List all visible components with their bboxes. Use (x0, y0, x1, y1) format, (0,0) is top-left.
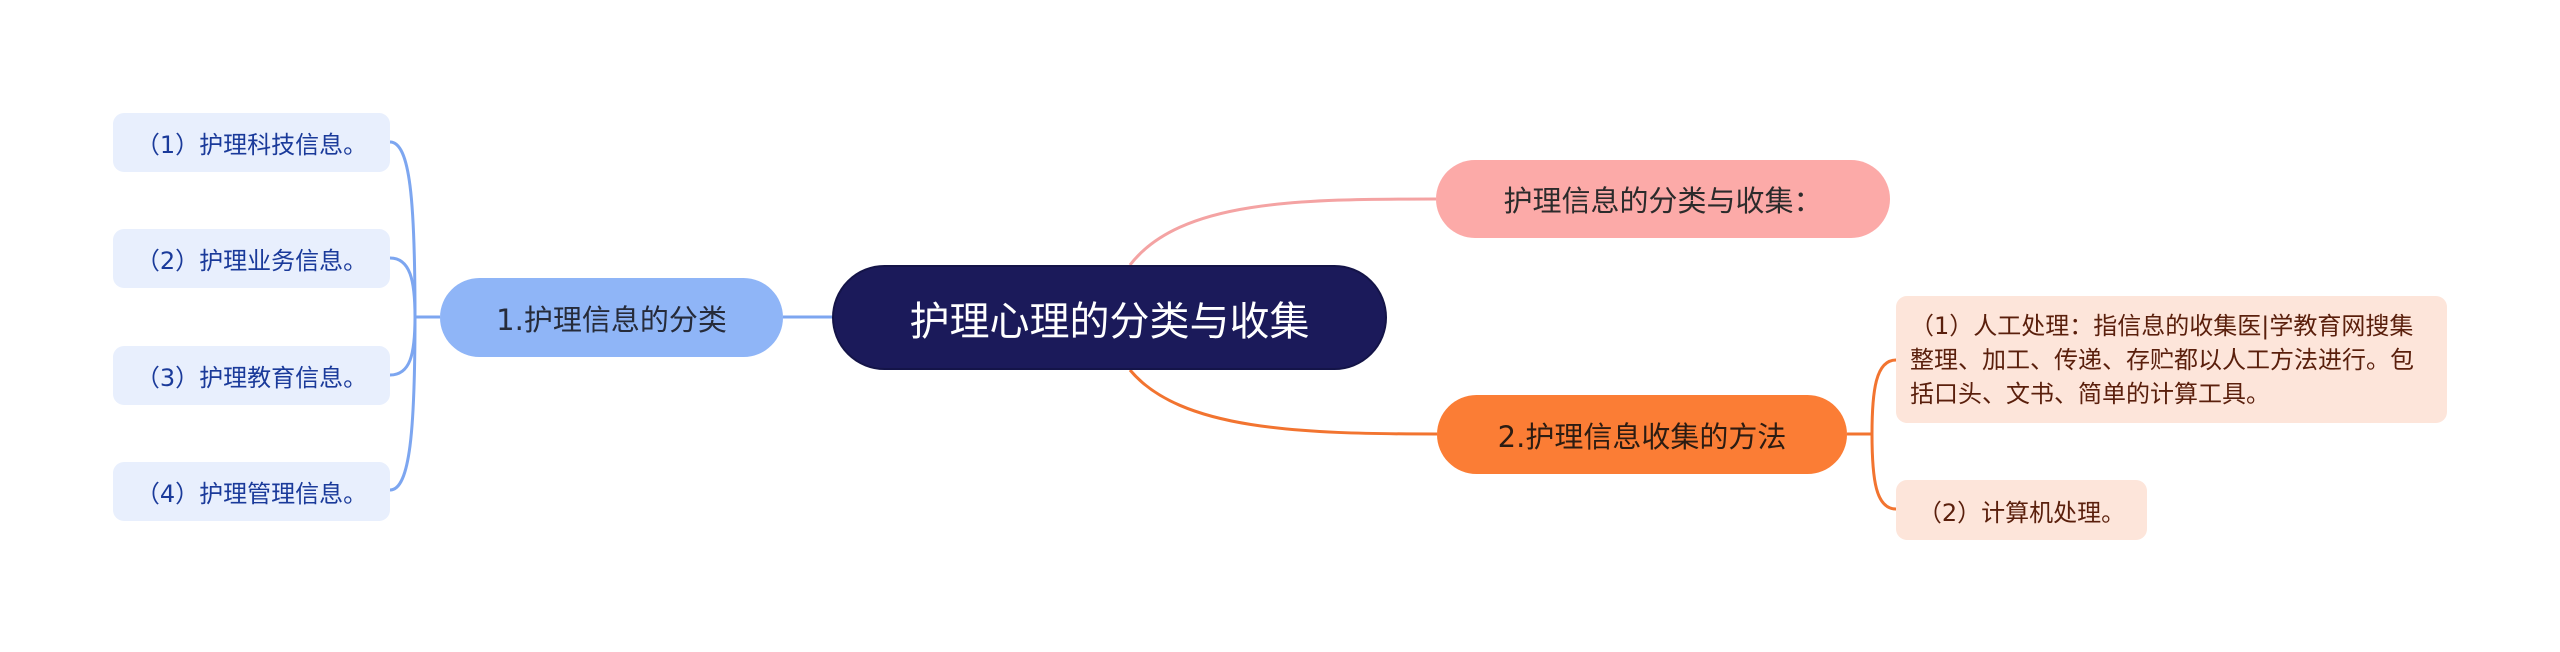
leaf-node-business-info[interactable]: （2）护理业务信息。 (113, 229, 390, 288)
connector-blue-leaf-3 (389, 316, 417, 377)
connector-root-to-orange (1128, 369, 1438, 436)
root-label: 护理心理的分类与收集 (909, 298, 1310, 345)
leaf-label: （2）护理业务信息。 (135, 247, 368, 275)
topic-label: 2.护理信息收集的方法 (1497, 419, 1787, 454)
topic-label: 护理信息的分类与收集： (1503, 184, 1823, 218)
connector-root-to-pink (1128, 197, 1437, 266)
leaf-node-tech-info[interactable]: （1）护理科技信息。 (113, 113, 390, 172)
topic-node-info-classification-collection[interactable]: 护理信息的分类与收集： (1436, 160, 1890, 238)
leaf-node-education-info[interactable]: （3）护理教育信息。 (113, 346, 390, 405)
leaf-label: （4）护理管理信息。 (135, 480, 368, 508)
connector-blue-leaf-1 (389, 140, 417, 318)
topic-node-collection-methods[interactable]: 2.护理信息收集的方法 (1437, 395, 1847, 474)
topic-node-info-classification[interactable]: 1.护理信息的分类 (440, 278, 783, 357)
connector-orange-leaf-1 (1870, 358, 1897, 435)
leaf-label: （1）人工处理：指信息的收集医|学教育网搜集整理、加工、传递、存贮都以人工方法进… (1910, 311, 2414, 408)
connector-blue-leaf-4 (389, 316, 417, 492)
connector-blue-leaf-2 (389, 256, 417, 318)
leaf-node-manual-processing[interactable]: （1）人工处理：指信息的收集医|学教育网搜集整理、加工、传递、存贮都以人工方法进… (1896, 296, 2447, 423)
leaf-label: （3）护理教育信息。 (135, 364, 368, 392)
leaf-label: （1）护理科技信息。 (135, 131, 368, 159)
leaf-node-computer-processing[interactable]: （2）计算机处理。 (1896, 480, 2147, 540)
leaf-node-management-info[interactable]: （4）护理管理信息。 (113, 462, 390, 521)
leaf-label: （2）计算机处理。 (1917, 498, 2126, 527)
connector-orange-leaf-2 (1870, 433, 1897, 511)
root-node[interactable]: 护理心理的分类与收集 (832, 265, 1387, 370)
topic-label: 1.护理信息的分类 (496, 302, 727, 337)
